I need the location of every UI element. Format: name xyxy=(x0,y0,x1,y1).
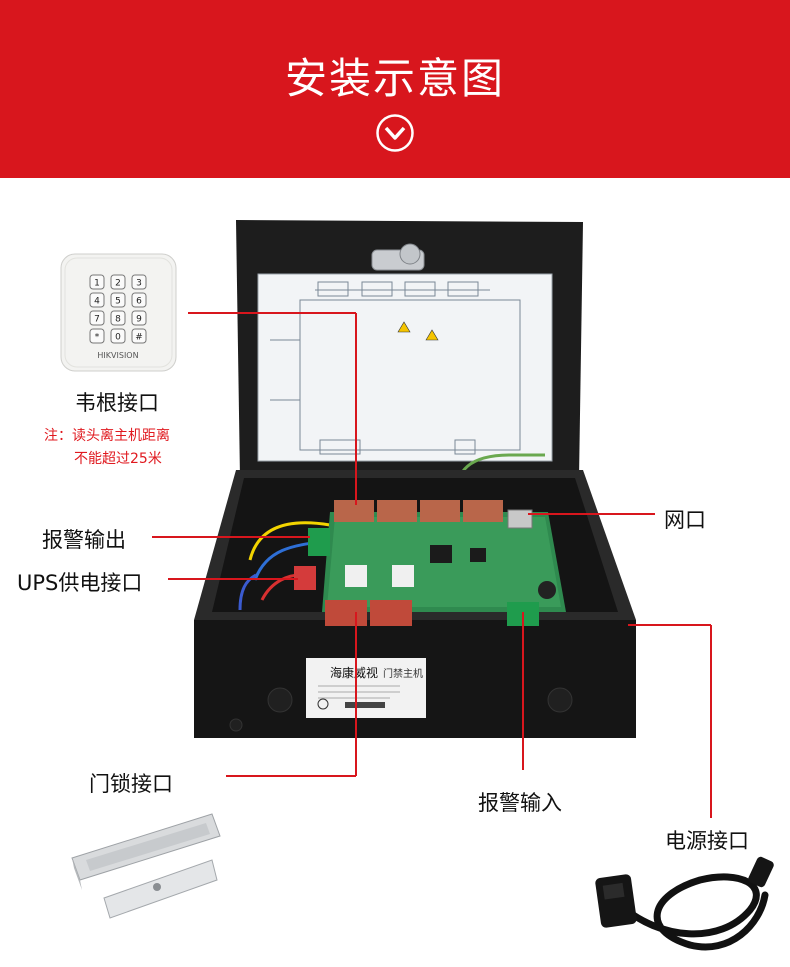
keypad-reader: 1 2 3 4 5 6 7 8 9 * 0 # HIKVISION xyxy=(60,253,177,372)
keypad-key xyxy=(110,274,126,290)
keypad-key-label: * xyxy=(95,333,100,343)
keypad-key-label: 3 xyxy=(136,279,142,289)
label-ups-power: UPS供电接口 xyxy=(17,571,143,595)
label-power-interface: 电源接口 xyxy=(665,829,749,853)
keypad-key-label: # xyxy=(135,333,143,343)
keypad-key xyxy=(89,310,105,326)
sticker-brand: 海康威视 xyxy=(330,665,378,680)
sticker-title: 门禁主机 xyxy=(383,667,423,680)
keypad-key xyxy=(89,328,105,344)
keypad-key-label: 7 xyxy=(94,315,100,325)
label-network-port: 网口 xyxy=(664,508,706,532)
keypad-key-label: 4 xyxy=(94,297,100,307)
label-lock-interface: 门锁接口 xyxy=(89,772,173,796)
keypad-key-label: 8 xyxy=(115,315,121,325)
keypad-brand: HIKVISION xyxy=(97,351,138,360)
keypad-key-label: 0 xyxy=(115,333,121,343)
keypad-key xyxy=(131,328,147,344)
keypad-key xyxy=(110,310,126,326)
keypad-key xyxy=(131,292,147,308)
keypad-key-label: 2 xyxy=(115,279,121,289)
keypad-key-label: 6 xyxy=(136,297,142,307)
note-reader-distance-2: 不能超过25米 xyxy=(74,451,162,467)
keypad-key xyxy=(131,274,147,290)
keypad-key xyxy=(110,328,126,344)
chevron-down-circle-icon xyxy=(376,114,414,152)
page-title: 安装示意图 xyxy=(284,54,505,103)
label-alarm-output: 报警输出 xyxy=(42,528,126,552)
note-reader-distance-1: 注：读头离主机距离 xyxy=(44,428,170,444)
keypad-key xyxy=(110,292,126,308)
label-wiegand-interface: 韦根接口 xyxy=(75,391,159,415)
keypad-key xyxy=(89,274,105,290)
keypad-key xyxy=(89,292,105,308)
label-alarm-input: 报警输入 xyxy=(478,791,562,815)
control-box: 海康威视 门禁主机 xyxy=(194,220,636,738)
power-cord xyxy=(595,856,774,951)
keypad-key xyxy=(131,310,147,326)
callout-lines xyxy=(152,312,712,818)
header-banner: 安装示意图 xyxy=(0,0,790,178)
magnetic-lock xyxy=(71,813,221,919)
keypad-key-label: 9 xyxy=(136,315,142,325)
keypad-key-label: 1 xyxy=(94,279,100,289)
keypad-key-label: 5 xyxy=(115,297,121,307)
